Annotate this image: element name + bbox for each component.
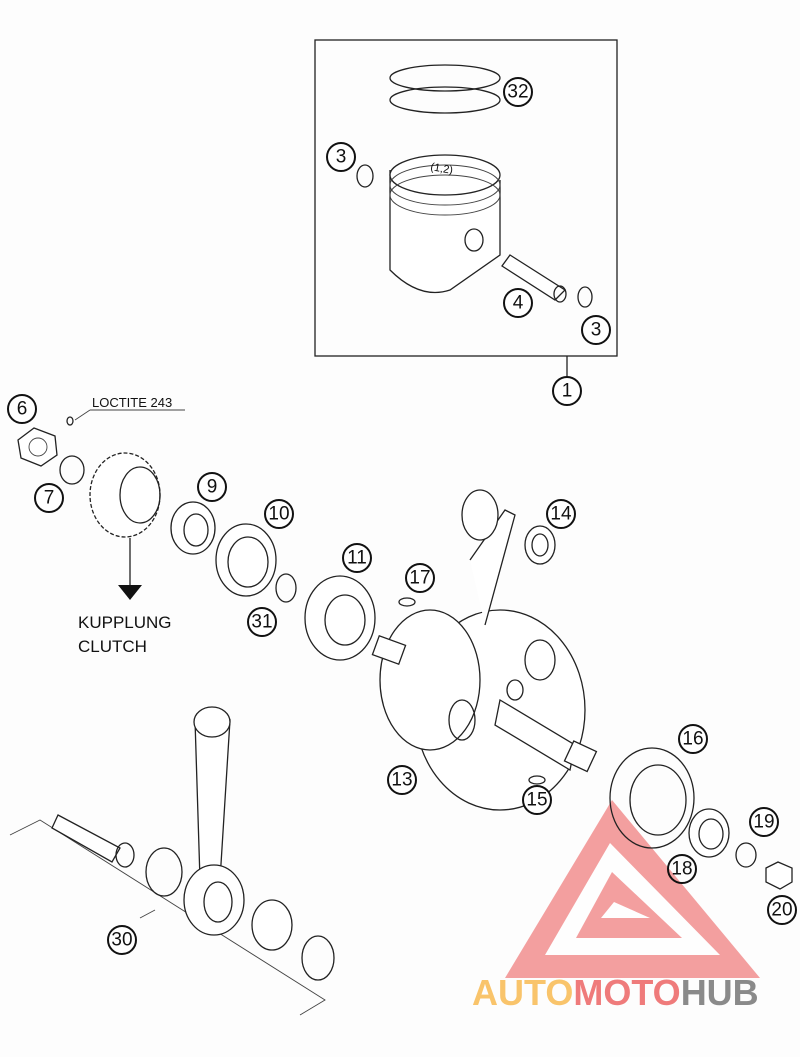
svg-text:30: 30 [111, 930, 132, 951]
conrod-kit [9, 706, 335, 1016]
lock-washer-right [735, 842, 757, 868]
nut-left [17, 427, 58, 467]
callout-15: 15 [522, 785, 552, 815]
callout-9: 9 [197, 472, 227, 502]
svg-text:14: 14 [550, 504, 572, 525]
piston-kit-box [314, 39, 618, 357]
svg-text:3: 3 [591, 320, 602, 341]
circlip-left [356, 164, 374, 188]
circlip-right [577, 286, 593, 308]
svg-text:16: 16 [682, 729, 703, 750]
watermark-moto: MOTO [573, 972, 680, 1013]
nut-right [765, 861, 793, 890]
svg-text:3: 3 [336, 147, 347, 168]
clutch-gear [89, 452, 161, 600]
crankshaft [371, 489, 598, 811]
callout-17: 17 [405, 563, 435, 593]
callout-11: 11 [342, 543, 372, 573]
piston-rings [389, 64, 501, 114]
callout-14: 14 [546, 499, 576, 529]
svg-text:18: 18 [671, 859, 692, 880]
callout-31: 31 [247, 607, 277, 637]
svg-text:9: 9 [207, 477, 218, 498]
loctite-note: LOCTITE 243 [92, 395, 172, 410]
piston-pin [501, 254, 567, 303]
callout-3-left: 3 [326, 142, 356, 172]
svg-text:13: 13 [391, 770, 412, 791]
svg-text:11: 11 [347, 548, 367, 569]
callout-7: 7 [34, 483, 64, 513]
svg-text:17: 17 [409, 568, 430, 589]
ball-bearing-left [304, 575, 376, 661]
callout-30: 30 [107, 925, 137, 955]
woodruff-key-left [398, 597, 416, 607]
callout-19: 19 [749, 807, 779, 837]
callout-3-right: 3 [581, 315, 611, 345]
callout-16: 16 [678, 724, 708, 754]
svg-text:32: 32 [507, 82, 528, 103]
callout-32: 32 [503, 77, 533, 107]
shaft-seal [215, 523, 277, 597]
ball-bearing-right [609, 747, 695, 849]
watermark-logo [505, 800, 760, 978]
piston: (1,2) [389, 154, 501, 294]
svg-text:7: 7 [44, 488, 55, 509]
svg-text:20: 20 [771, 900, 792, 921]
svg-text:1: 1 [562, 381, 573, 402]
callout-4: 4 [503, 288, 533, 318]
watermark-auto: AUTO [472, 972, 573, 1013]
callout-20: 20 [767, 895, 797, 925]
spacer [170, 501, 216, 555]
lock-washer-left [59, 455, 85, 485]
watermark-text: AUTOMOTOHUB [472, 972, 759, 1013]
callout-6: 6 [7, 394, 37, 424]
shaft-seal-right [688, 808, 730, 858]
needle-bearing [524, 525, 556, 565]
svg-text:6: 6 [17, 399, 28, 420]
woodruff-key-right [528, 775, 546, 785]
svg-text:15: 15 [526, 790, 547, 811]
o-ring [275, 573, 297, 603]
svg-text:19: 19 [753, 812, 774, 833]
clutch-label-en: CLUTCH [78, 637, 147, 656]
clutch-label-de: KUPPLUNG [78, 613, 172, 632]
callout-18: 18 [667, 854, 697, 884]
svg-text:10: 10 [268, 504, 289, 525]
svg-text:31: 31 [251, 612, 272, 633]
callout-1: 1 [552, 376, 582, 406]
callout-13: 13 [387, 765, 417, 795]
callout-10: 10 [264, 499, 294, 529]
watermark-hub: HUB [681, 972, 759, 1013]
svg-text:4: 4 [513, 293, 524, 314]
piston-marking: (1,2) [429, 161, 453, 177]
